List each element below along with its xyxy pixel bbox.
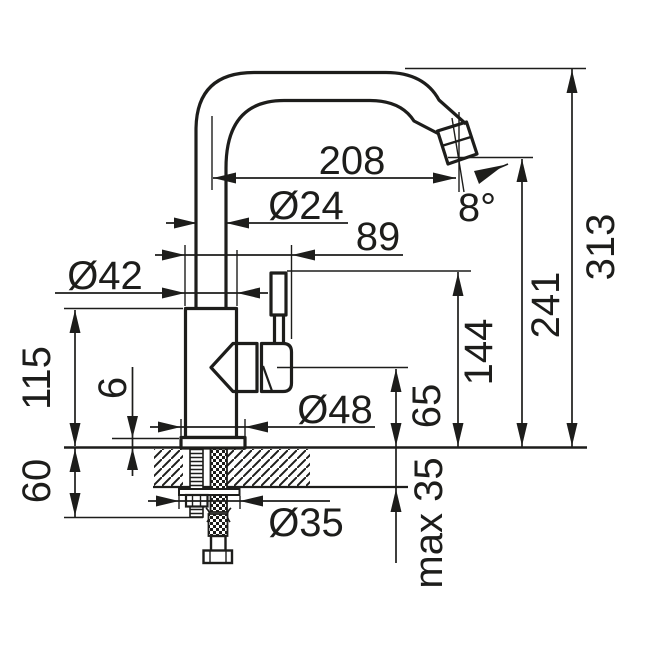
faucet-body	[183, 306, 239, 440]
dimension-arrowheads	[69, 70, 578, 516]
handle-lever-top	[269, 271, 288, 317]
countertop-section	[64, 446, 587, 489]
dimension-lines	[55, 69, 573, 563]
arrow-208-left	[213, 172, 236, 184]
dim-label-body-height: 115	[15, 346, 59, 410]
handle-grip	[259, 341, 294, 394]
handle-grip-detail	[261, 365, 274, 392]
arrow-60-bottom	[69, 493, 81, 516]
arrow-o35-left	[156, 495, 179, 507]
dim-label-body-diameter: Ø42	[67, 254, 143, 298]
arrow-o48-left	[158, 421, 181, 433]
dimension-labels: 208 Ø24 8° 89 Ø42 Ø48 Ø35 6 115 60 65 14…	[15, 139, 623, 589]
base-flange	[179, 435, 247, 450]
dim-label-total-height: 313	[579, 214, 623, 281]
arrow-89-right	[292, 249, 315, 261]
horseshoe-washer	[178, 488, 241, 496]
dim-label-spout-outlet-height: 241	[524, 272, 568, 339]
arrow-313-top	[566, 70, 578, 93]
dim-label-handle-offset: 89	[356, 215, 401, 259]
extension-lines	[64, 67, 586, 519]
spout-inner-edge	[224, 98, 440, 310]
countertop-hatch-left	[154, 449, 183, 486]
dim-label-mounting-hole-diameter: Ø35	[268, 501, 344, 545]
dim-label-spout-reach: 208	[319, 139, 386, 183]
arrow-max35-up	[390, 489, 402, 512]
dim-label-handle-center-height: 65	[405, 384, 449, 429]
arrow-6-top	[127, 416, 138, 438]
arrow-o42-right	[237, 287, 260, 299]
dim-label-base-diameter: Ø48	[297, 388, 373, 432]
hose-end-nut	[202, 549, 234, 565]
supply-hose-lower	[207, 513, 229, 537]
dim-label-spout-tube-diameter: Ø24	[268, 184, 344, 228]
arrow-241-top	[516, 159, 528, 182]
dim-label-below-counter-depth: 60	[15, 459, 59, 504]
dim-label-base-ring-height: 6	[91, 377, 135, 399]
arrow-115-bottom	[69, 423, 81, 446]
spout-outer-edge	[194, 70, 468, 310]
arrow-115-top	[69, 310, 81, 333]
arrow-65-top	[390, 369, 402, 392]
arrow-o24-right	[226, 217, 249, 229]
arrow-60-top	[69, 449, 81, 472]
faucet-outline	[179, 70, 479, 450]
dim-label-lever-top-height: 144	[457, 319, 501, 386]
arrow-89-left	[162, 249, 185, 261]
arrow-65-bottom	[390, 423, 402, 446]
arrow-8deg	[474, 165, 504, 184]
arrow-144-top	[452, 273, 464, 296]
arrow-241-bottom	[516, 423, 528, 446]
countertop-hatch-right	[226, 449, 310, 486]
hose-fitting	[209, 534, 227, 553]
arrow-313-bottom	[566, 423, 578, 446]
arrow-o48-right	[245, 421, 268, 433]
valve-housing	[209, 341, 259, 394]
ext-aerator-tilted	[451, 117, 465, 193]
aerator-tip	[435, 120, 479, 166]
arrow-o42-left	[162, 287, 185, 299]
arrow-o35-right	[240, 495, 263, 507]
arrow-208-right	[433, 172, 456, 184]
dim-label-max-counter-thickness: max 35	[407, 457, 451, 588]
aerator-divider	[441, 135, 473, 148]
dim-label-spout-end-angle: 8°	[458, 186, 496, 230]
arrow-144-bottom	[452, 423, 464, 446]
supply-hose-upper	[209, 447, 228, 513]
arrow-o24-left	[174, 217, 197, 229]
arrow-6-bottom	[127, 448, 138, 470]
